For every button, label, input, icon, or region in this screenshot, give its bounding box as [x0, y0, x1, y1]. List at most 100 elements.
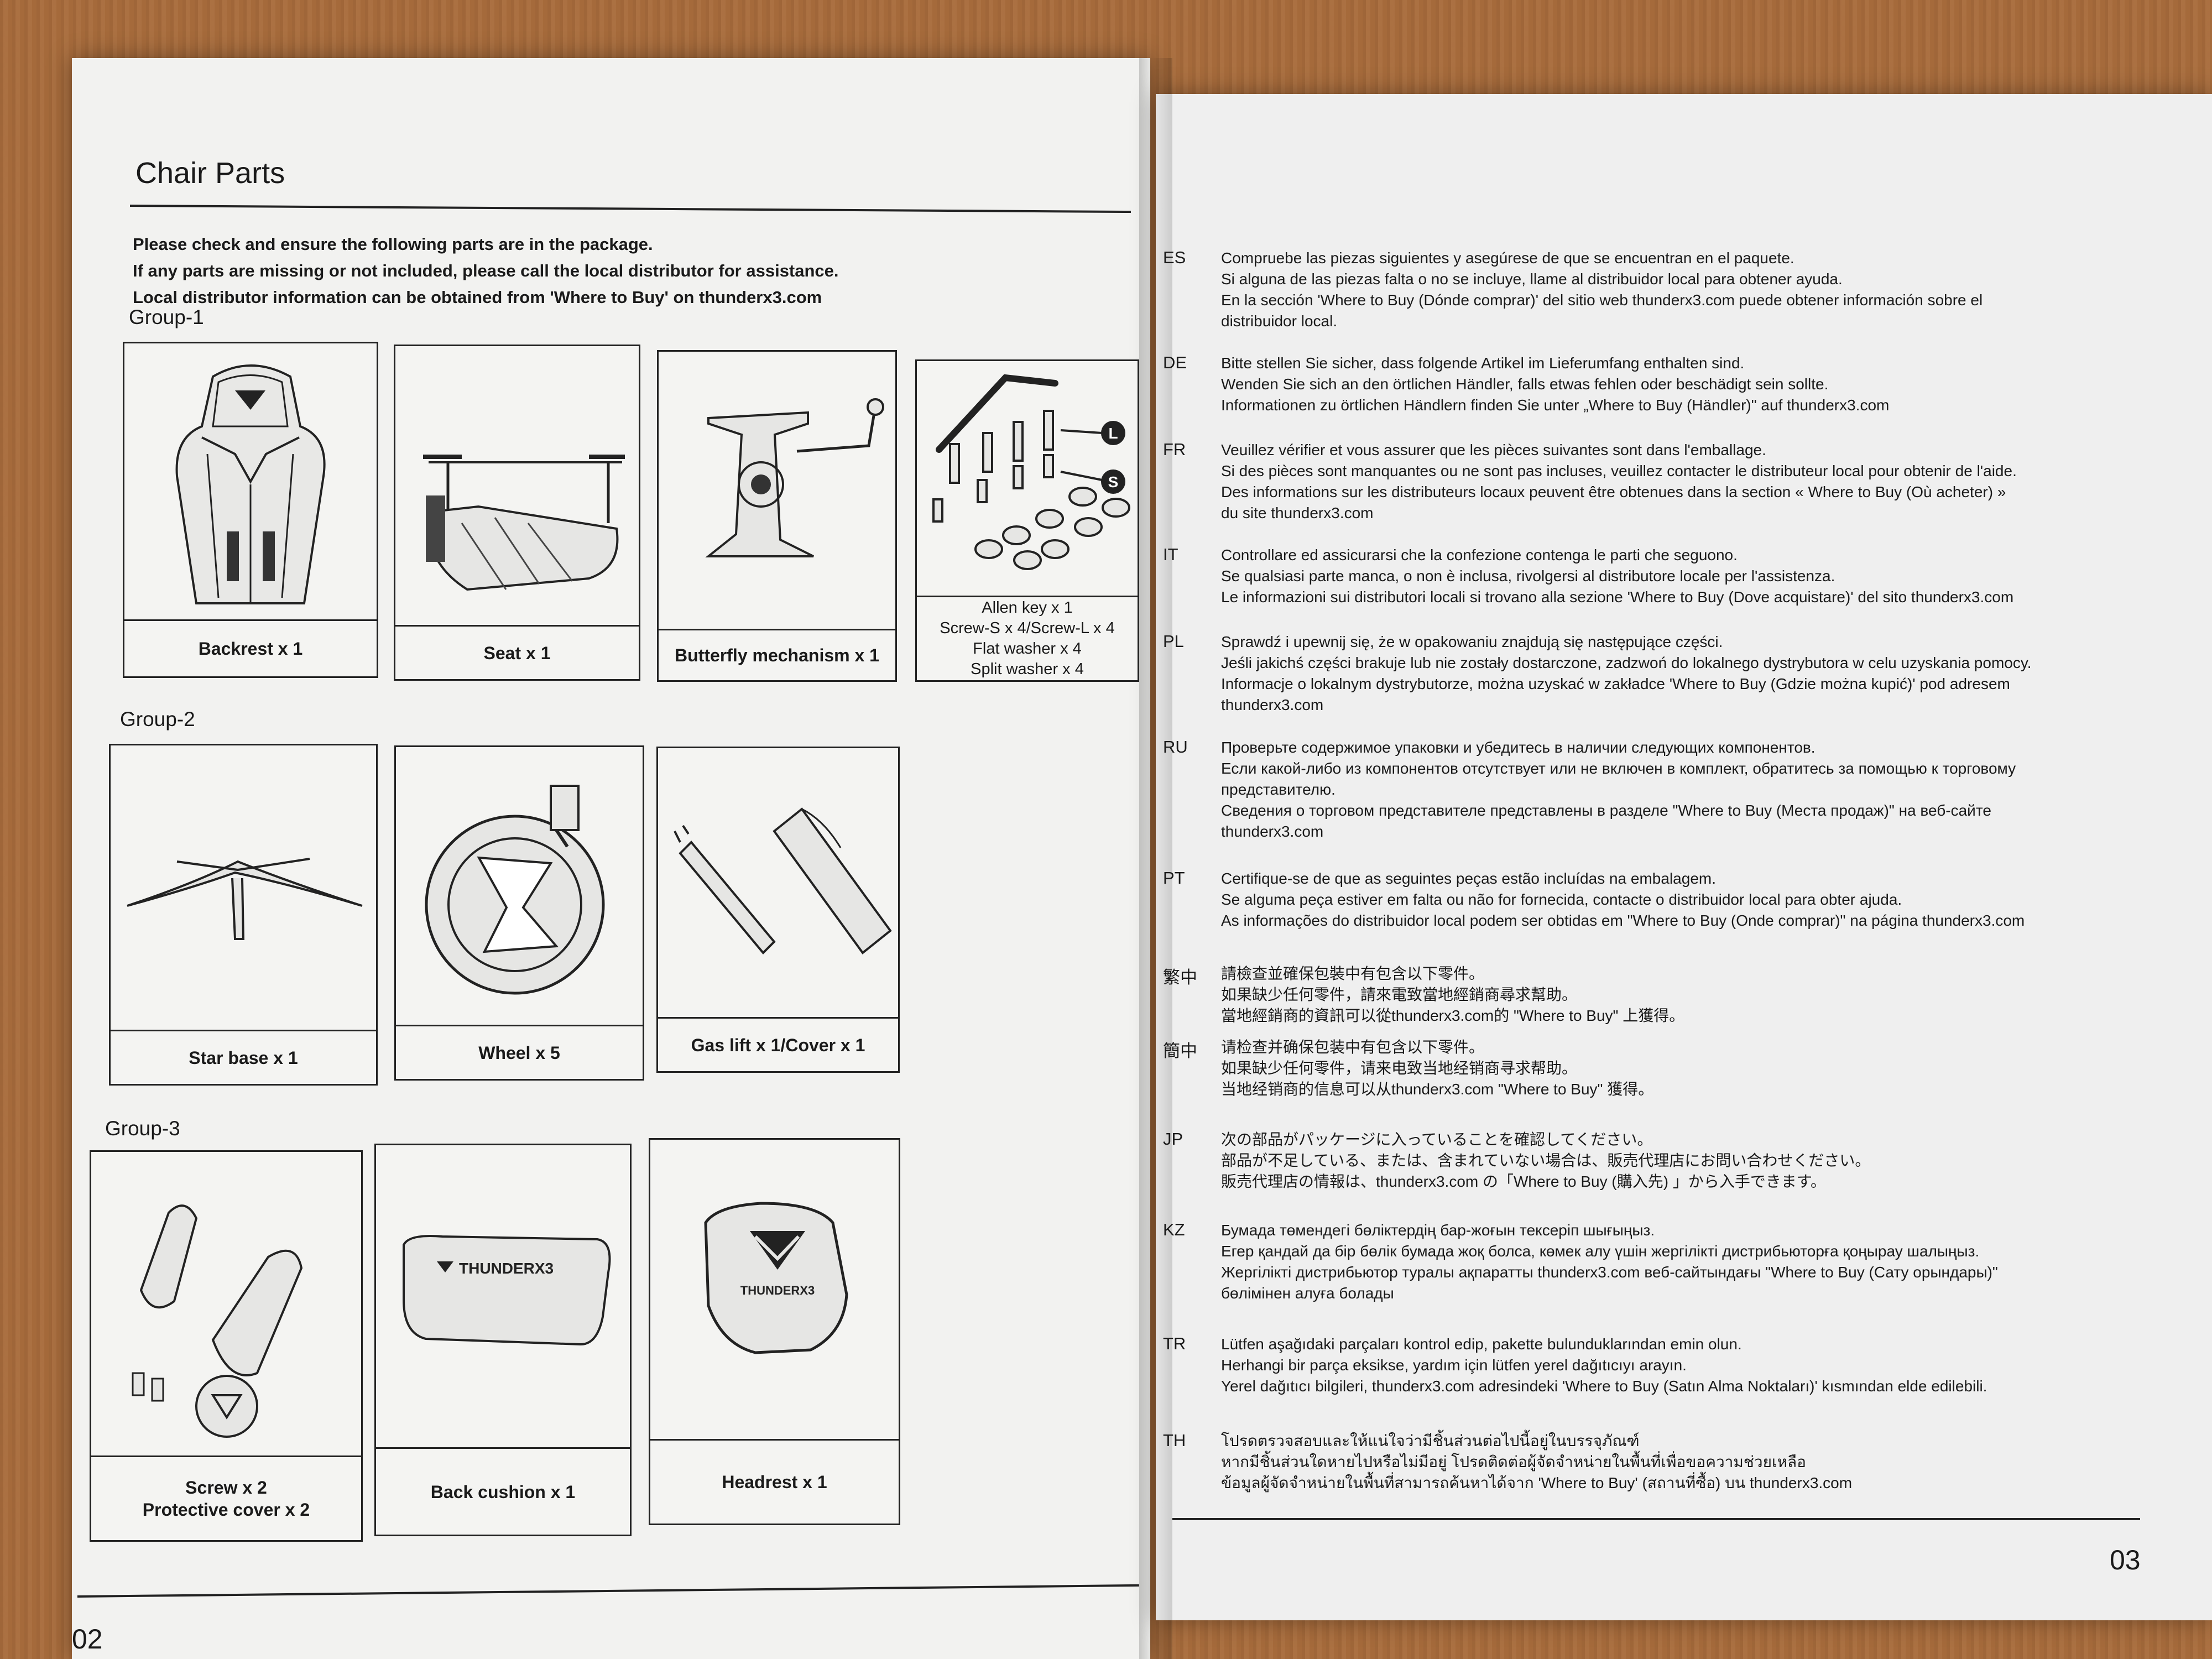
wheel-illustration	[425, 785, 605, 995]
brand-text: THUNDERX3	[459, 1260, 554, 1277]
page-title: Chair Parts	[135, 156, 285, 190]
part-card-headrest: THUNDERX3 Headrest x 1	[649, 1138, 900, 1525]
language-code: 簡中	[1163, 1041, 1197, 1061]
language-code: KZ	[1163, 1220, 1185, 1239]
translation-line: 当地经销商的信息可以从thunderx3.com "Where to Buy" …	[1221, 1081, 1654, 1098]
translation-line: Se qualsiasi parte manca, o non è inclus…	[1221, 567, 1835, 585]
translation-line: представителю.	[1221, 781, 1335, 798]
part-card-seat: Seat x 1	[394, 345, 640, 681]
translation-line: 當地經銷商的資訊可以從thunderx3.com的 "Where to Buy"…	[1221, 1007, 1685, 1024]
translation-line: Certifique-se de que as seguintes peças …	[1221, 870, 1716, 887]
language-code: PL	[1163, 632, 1184, 651]
translation-line: 請檢查並確保包裝中有包含以下零件。	[1221, 965, 1485, 982]
part-caption: Backrest x 1	[124, 619, 377, 676]
translation-line: thunderx3.com	[1221, 696, 1324, 713]
translation-line: бөлімінен алуға болады	[1221, 1285, 1394, 1302]
language-code: IT	[1163, 545, 1178, 564]
star-base-illustration	[127, 858, 363, 940]
seat-illustration	[423, 455, 625, 591]
translation-paragraph: Veuillez vérifier et vous assurer que le…	[1221, 440, 2161, 524]
hardware-line: Flat washer x 4	[973, 640, 1082, 658]
translation-line: 次の部品がパッケージに入っていることを確認してください。	[1221, 1131, 1653, 1148]
translation-line: Informacje o lokalnym dystrybutorze, moż…	[1221, 675, 2010, 692]
translation-paragraph: Проверьте содержимое упаковки и убедитес…	[1221, 737, 2161, 842]
part-caption: Headrest x 1	[650, 1439, 899, 1524]
part-caption: Star base x 1	[111, 1030, 376, 1084]
translation-paragraph: Lütfen aşağıdaki parçaları kontrol edip,…	[1221, 1334, 2161, 1397]
butterfly-mechanism-illustration	[705, 398, 884, 557]
translation-line: Егер қандай да бір бөлік бумада жоқ болс…	[1221, 1243, 1980, 1260]
intro-text: Please check and ensure the following pa…	[133, 231, 839, 311]
part-caption: Wheel x 5	[396, 1025, 643, 1079]
translation-line: Jeśli jakichś części brakuje lub nie zos…	[1221, 654, 2032, 671]
translation-line: หากมีชิ้นส่วนใดหายไปหรือไม่มีอยู่ โปรดติ…	[1221, 1453, 1806, 1470]
gas-lift-illustration	[674, 807, 892, 954]
translation-line: Si alguna de las piezas falta o no se in…	[1221, 270, 1843, 288]
caption-line: Protective cover x 2	[142, 1500, 310, 1520]
translation-line: thunderx3.com	[1221, 823, 1324, 840]
part-caption: Seat x 1	[395, 625, 639, 679]
brand-text: THUNDERX3	[740, 1284, 815, 1297]
translation-paragraph: 次の部品がパッケージに入っていることを確認してください。部品が不足している、また…	[1221, 1129, 2161, 1192]
language-code: JP	[1163, 1129, 1183, 1149]
translation-line: Жергілікті дистрибьютор туралы ақпаратты…	[1221, 1264, 1998, 1281]
language-code: RU	[1163, 737, 1188, 757]
translation-line: Bitte stellen Sie sicher, dass folgende …	[1221, 354, 1745, 372]
part-card-screw-cover: Screw x 2 Protective cover x 2	[90, 1150, 363, 1542]
translation-paragraph: 請檢查並確保包裝中有包含以下零件。如果缺少任何零件，請來電致當地經銷商尋求幫助。…	[1221, 963, 2161, 1026]
hardware-line: Split washer x 4	[971, 660, 1084, 678]
intro-line: Local distributor information can be obt…	[133, 288, 822, 307]
translation-line: Если какой-либо из компонентов отсутству…	[1221, 760, 2016, 777]
translation-line: Des informations sur les distributeurs l…	[1221, 483, 2006, 500]
screw-l-marker: L	[1108, 425, 1118, 442]
language-code: 繁中	[1163, 968, 1197, 987]
language-code: PT	[1163, 868, 1185, 888]
translation-line: Se alguma peça estiver em falta ou não f…	[1221, 891, 1902, 908]
language-code: FR	[1163, 440, 1186, 459]
group-1-label: Group-1	[129, 306, 204, 328]
language-code: DE	[1163, 353, 1187, 372]
translation-line: Compruebe las piezas siguientes y asegúr…	[1221, 249, 1794, 267]
intro-line: Please check and ensure the following pa…	[133, 234, 653, 254]
translation-line: 如果缺少任何零件，请来电致当地经销商寻求帮助。	[1221, 1060, 1578, 1077]
group-3-label: Group-3	[105, 1117, 180, 1140]
backrest-illustration	[175, 364, 326, 604]
translation-paragraph: Бумада төмендегі бөліктердің бар-жоғын т…	[1221, 1220, 2161, 1304]
translation-line: Yerel dağıtıcı bilgileri, thunderx3.com …	[1221, 1378, 1987, 1395]
translation-line: Si des pièces sont manquantes ou ne sont…	[1221, 462, 2017, 479]
hardware-line: Screw-S x 4/Screw-L x 4	[940, 619, 1115, 637]
translation-line: Herhangi bir parça eksikse, yardım için …	[1221, 1357, 1687, 1374]
translation-paragraph: Compruebe las piezas siguientes y asegúr…	[1221, 248, 2161, 332]
part-card-star-base: Star base x 1	[109, 744, 378, 1086]
part-card-hardware: L S Allen key x 1 Screw-S x 4/Screw-L x …	[915, 359, 1139, 682]
part-caption: Butterfly mechanism x 1	[659, 629, 895, 680]
translation-line: Sprawdź i upewnij się, że w opakowaniu z…	[1221, 633, 1723, 650]
translation-line: 如果缺少任何零件，請來電致當地經銷商尋求幫助。	[1221, 986, 1578, 1003]
translation-line: Бумада төмендегі бөліктердің бар-жоғын т…	[1221, 1222, 1655, 1239]
book-gutter	[1139, 58, 1172, 1659]
screw-s-marker: S	[1108, 473, 1119, 491]
translation-line: distribuidor local.	[1221, 312, 1338, 330]
translation-line: Controllare ed assicurarsi che la confez…	[1221, 546, 1738, 564]
translation-line: 请检查并确保包装中有包含以下零件。	[1221, 1039, 1485, 1056]
part-card-gas-lift: Gas lift x 1/Cover x 1	[656, 747, 900, 1073]
translation-paragraph: 请检查并确保包装中有包含以下零件。如果缺少任何零件，请来电致当地经销商寻求帮助。…	[1221, 1037, 2161, 1100]
translation-line: Проверьте содержимое упаковки и убедитес…	[1221, 739, 1815, 756]
translation-line: Lütfen aşağıdaki parçaları kontrol edip,…	[1221, 1335, 1742, 1353]
page-number: 03	[2110, 1545, 2141, 1575]
protective-cover-illustration	[132, 1204, 303, 1438]
translation-line: Informationen zu örtlichen Händlern find…	[1221, 397, 1890, 414]
headrest-illustration: THUNDERX3	[704, 1202, 848, 1354]
hardware-illustration: L S	[932, 374, 1130, 570]
translation-paragraph: โปรดตรวจสอบและให้แน่ใจว่ามีชิ้นส่วนต่อไป…	[1221, 1431, 2161, 1494]
bottom-divider	[1172, 1518, 2140, 1520]
translation-line: โปรดตรวจสอบและให้แน่ใจว่ามีชิ้นส่วนต่อไป…	[1221, 1432, 1640, 1449]
part-caption: Gas lift x 1/Cover x 1	[658, 1017, 898, 1071]
part-caption: Allen key x 1 Screw-S x 4/Screw-L x 4 Fl…	[917, 596, 1138, 680]
translation-paragraph: Controllare ed assicurarsi che la confez…	[1221, 545, 2161, 608]
translation-line: 販売代理店の情報は、thunderx3.com の「Where to Buy (…	[1221, 1173, 1827, 1190]
language-code: TH	[1163, 1431, 1186, 1450]
part-card-butterfly-mechanism: Butterfly mechanism x 1	[657, 350, 897, 682]
part-caption: Screw x 2 Protective cover x 2	[91, 1455, 361, 1540]
language-code: ES	[1163, 248, 1186, 267]
